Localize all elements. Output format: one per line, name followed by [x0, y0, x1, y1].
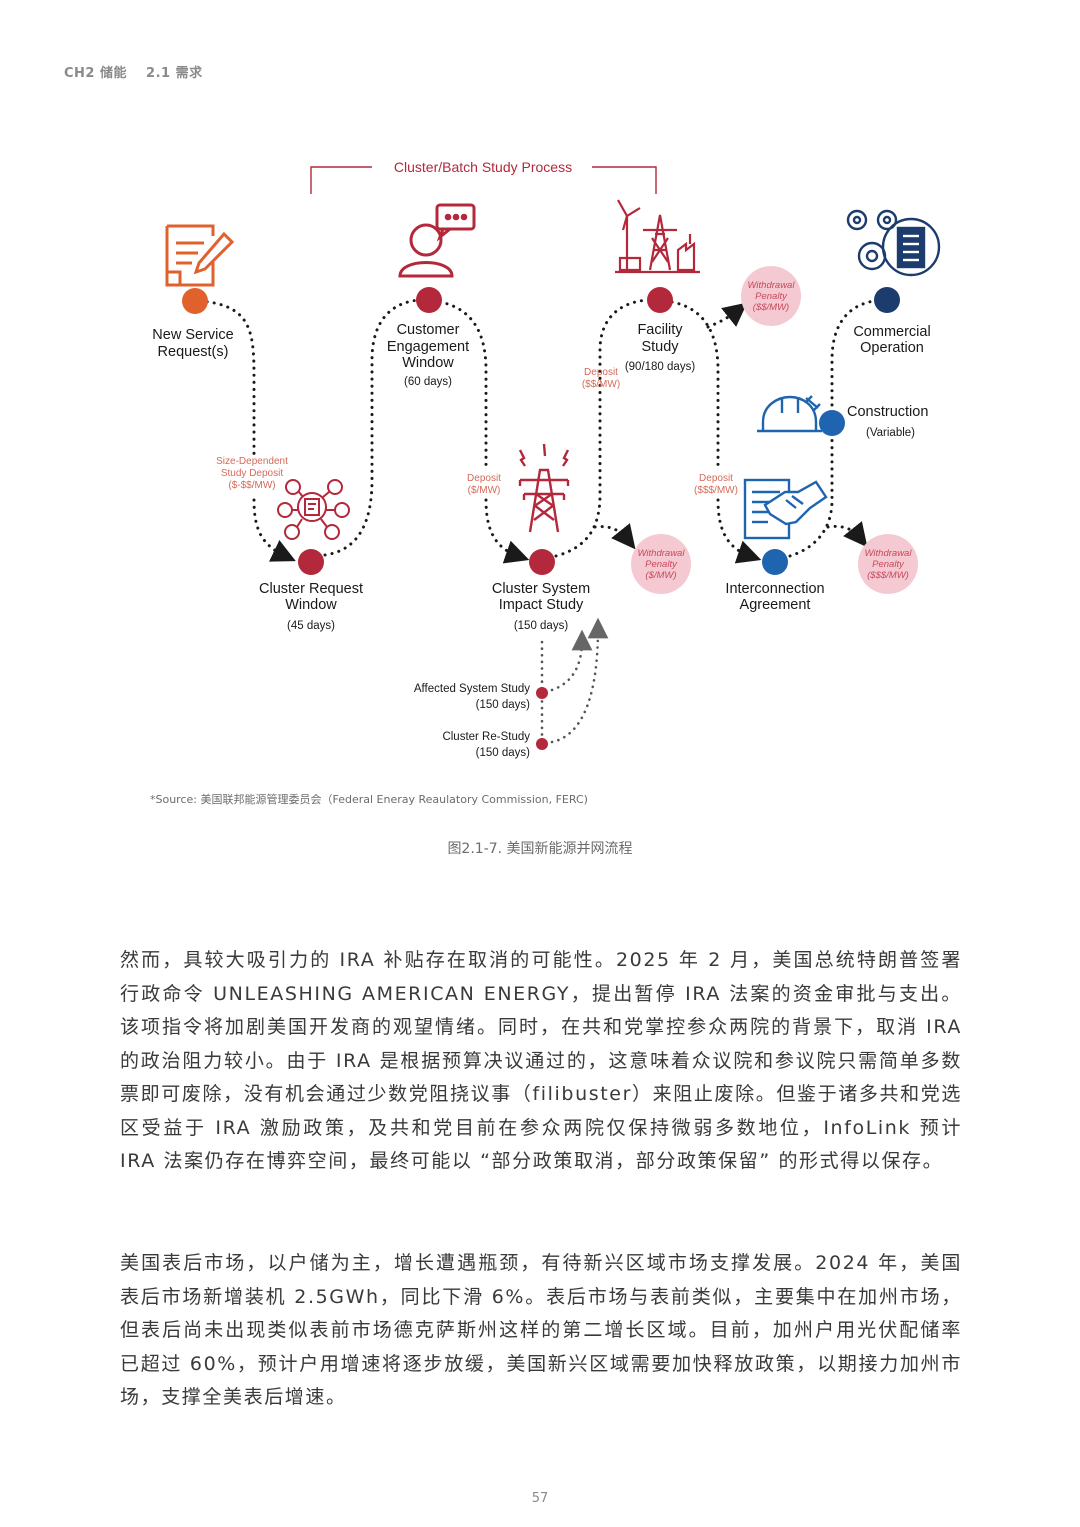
- svg-text:Facility: Facility: [637, 322, 683, 338]
- svg-text:Withdrawal: Withdrawal: [748, 280, 796, 291]
- figure-source: *Source: 美国联邦能源管理委员会（Federal Eneray Reau…: [150, 793, 588, 806]
- svg-text:($$/MW): ($$/MW): [582, 379, 620, 390]
- deposit-3: Deposit ($$$/MW): [694, 473, 738, 496]
- node-construction: [819, 410, 845, 436]
- svg-text:Cluster Re-Study: Cluster Re-Study: [442, 731, 530, 743]
- svg-text:Operation: Operation: [860, 340, 924, 356]
- svg-text:Window: Window: [285, 597, 337, 613]
- interconnection-process-diagram: Cluster/Batch Study Process Withdrawal P…: [152, 159, 941, 759]
- page-header: CH2 储能 2.1 需求: [64, 62, 217, 81]
- section-label: 2.1 需求: [146, 66, 203, 81]
- document-pen-icon: [165, 224, 235, 287]
- label-interconnection: Interconnection Agreement: [725, 581, 824, 613]
- label-cluster-system: Cluster System Impact Study (150 days): [492, 581, 590, 632]
- svg-text:Withdrawal: Withdrawal: [865, 548, 913, 559]
- svg-text:Penalty: Penalty: [872, 559, 905, 570]
- label-facility-study: Facility Study (90/180 days): [625, 322, 695, 373]
- svg-text:Cluster Request: Cluster Request: [259, 581, 363, 597]
- svg-text:($/MW): ($/MW): [468, 485, 501, 496]
- node-affected-study: [536, 687, 548, 699]
- svg-text:Study: Study: [641, 339, 679, 355]
- label-affected-study: Affected System Study (150 days): [414, 683, 530, 711]
- svg-text:Size-Dependent: Size-Dependent: [216, 456, 288, 467]
- figure-caption: 图2.1-7. 美国新能源并网流程: [447, 841, 633, 857]
- node-cluster-request: [298, 549, 324, 575]
- engineer-helmet-icon: [757, 395, 822, 433]
- deposit-size-dependent: Size-Dependent Study Deposit ($-$$/MW): [216, 456, 288, 491]
- svg-text:Affected System Study: Affected System Study: [414, 683, 530, 695]
- svg-text:Penalty: Penalty: [755, 291, 788, 302]
- network-document-icon: [277, 479, 350, 540]
- svg-text:Impact Study: Impact Study: [499, 597, 584, 613]
- svg-text:($$/MW): ($$/MW): [753, 302, 789, 313]
- svg-text:($$$/MW): ($$$/MW): [867, 570, 909, 581]
- svg-text:(150 days): (150 days): [514, 620, 569, 632]
- svg-text:Study Deposit: Study Deposit: [221, 468, 283, 479]
- svg-text:Engagement: Engagement: [387, 339, 469, 355]
- label-construction: Construction (Variable): [847, 404, 928, 439]
- power-tower-icon: [518, 443, 570, 533]
- node-commercial: [874, 287, 900, 313]
- withdrawal-penalty-2: Withdrawal Penalty ($$/MW): [741, 266, 801, 326]
- svg-text:Agreement: Agreement: [740, 597, 811, 613]
- bracket-label: Cluster/Batch Study Process: [394, 159, 572, 175]
- node-interconnection: [762, 549, 788, 575]
- person-chat-icon: [398, 203, 476, 278]
- svg-text:Customer: Customer: [397, 322, 460, 338]
- body-paragraph-1: 然而，具较大吸引力的 IRA 补贴存在取消的可能性。2025 年 2 月，美国总…: [120, 949, 962, 1172]
- svg-text:($$$/MW): ($$$/MW): [694, 485, 738, 496]
- svg-text:($-$$/MW): ($-$$/MW): [228, 480, 275, 491]
- cluster-bracket: Cluster/Batch Study Process: [310, 159, 657, 194]
- svg-text:Interconnection: Interconnection: [725, 581, 824, 597]
- page-number: 57: [531, 1491, 549, 1506]
- svg-text:(Variable): (Variable): [866, 427, 915, 439]
- svg-text:(60 days): (60 days): [404, 376, 452, 388]
- svg-text:Construction: Construction: [847, 404, 928, 420]
- deposit-1: Deposit ($/MW): [467, 473, 501, 496]
- svg-text:Window: Window: [402, 355, 454, 371]
- svg-text:Request(s): Request(s): [158, 344, 229, 360]
- node-new-service: [182, 288, 208, 314]
- label-commercial: Commercial Operation: [853, 324, 930, 356]
- svg-text:(150 days): (150 days): [476, 747, 531, 759]
- node-restudy: [536, 738, 548, 750]
- svg-text:Commercial: Commercial: [853, 324, 930, 340]
- node-facility-study: [647, 287, 673, 313]
- svg-text:(90/180 days): (90/180 days): [625, 361, 695, 373]
- svg-text:Deposit: Deposit: [467, 473, 501, 484]
- withdrawal-penalty-1: Withdrawal Penalty ($/MW): [631, 534, 691, 594]
- deposit-2: Deposit ($$/MW): [582, 367, 620, 390]
- label-restudy: Cluster Re-Study (150 days): [442, 731, 530, 759]
- svg-text:New Service: New Service: [152, 327, 233, 343]
- node-customer-engagement: [416, 287, 442, 313]
- svg-text:Penalty: Penalty: [645, 559, 678, 570]
- svg-text:Deposit: Deposit: [584, 367, 618, 378]
- body-paragraph-2: 美国表后市场，以户储为主，增长遭遇瓶颈，有待新兴区域市场支撑发展。2024 年，…: [120, 1252, 962, 1408]
- label-new-service: New Service Request(s): [152, 327, 233, 360]
- node-cluster-system: [529, 549, 555, 575]
- wind-tower-factory-icon: [615, 199, 700, 274]
- label-cluster-request: Cluster Request Window (45 days): [259, 581, 363, 632]
- svg-text:(45 days): (45 days): [287, 620, 335, 632]
- label-customer-engagement: Customer Engagement Window (60 days): [387, 322, 469, 388]
- contract-handshake-icon: [743, 478, 828, 540]
- svg-text:Deposit: Deposit: [699, 473, 733, 484]
- svg-text:Withdrawal: Withdrawal: [638, 548, 686, 559]
- gears-building-icon: [846, 209, 941, 277]
- svg-text:($/MW): ($/MW): [645, 570, 676, 581]
- svg-text:(150 days): (150 days): [476, 699, 531, 711]
- svg-text:Cluster System: Cluster System: [492, 581, 590, 597]
- withdrawal-penalty-3: Withdrawal Penalty ($$$/MW): [858, 534, 918, 594]
- chapter-label: CH2 储能: [64, 66, 127, 81]
